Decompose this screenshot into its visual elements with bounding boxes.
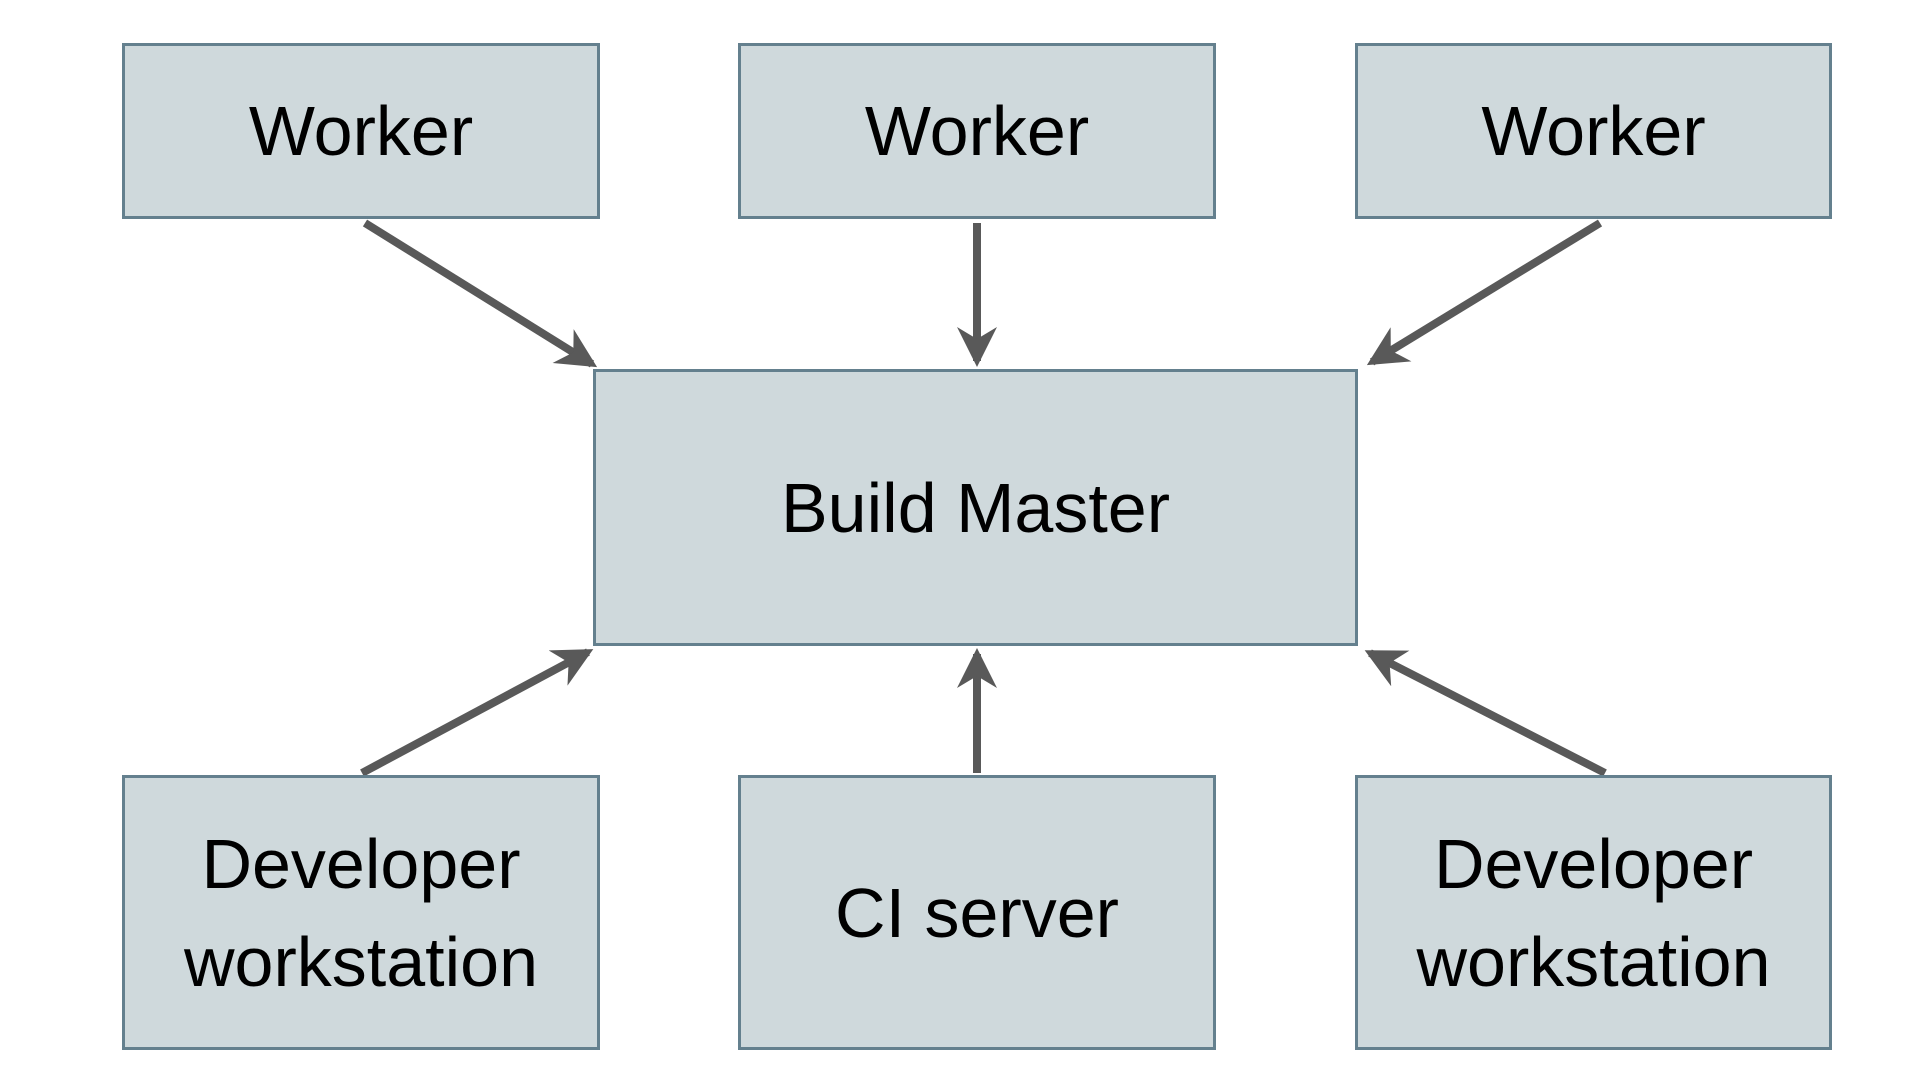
node-worker-3-label: Worker xyxy=(1481,92,1706,170)
node-worker-2-label: Worker xyxy=(864,92,1090,170)
node-worker-1-label: Worker xyxy=(248,92,474,170)
node-developer-workstation-left-label: Developer workstation xyxy=(183,824,539,1001)
node-developer-workstation-left: Developer workstation xyxy=(122,775,600,1050)
node-worker-3: Worker xyxy=(1355,43,1832,219)
node-developer-workstation-right-label: Developer workstation xyxy=(1416,824,1771,1001)
node-build-master: Build Master xyxy=(593,369,1358,646)
arrow-dev-left-to-build-master xyxy=(360,648,594,777)
node-developer-workstation-right: Developer workstation xyxy=(1355,775,1832,1050)
arrow-worker3-to-build-master xyxy=(1366,219,1603,366)
arrow-dev-right-to-build-master xyxy=(1364,649,1607,777)
node-ci-server-label: CI server xyxy=(835,873,1119,952)
node-ci-server: CI server xyxy=(738,775,1216,1050)
node-build-master-label: Build Master xyxy=(780,468,1171,547)
node-worker-1: Worker xyxy=(122,43,600,219)
node-worker-2: Worker xyxy=(738,43,1216,219)
arrow-worker1-to-build-master xyxy=(362,219,598,368)
